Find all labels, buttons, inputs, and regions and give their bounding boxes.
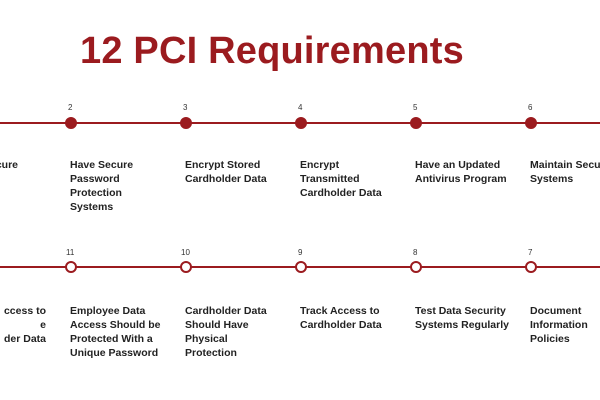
step-9-number: 9 — [298, 248, 303, 257]
step-4-node — [295, 117, 307, 129]
step-5-label: Have an Updated Antivirus Program — [415, 159, 507, 185]
step-10-node — [180, 261, 192, 273]
step-10-number: 10 — [181, 248, 190, 257]
step-6-label: Maintain Secu Systems — [530, 159, 600, 185]
step-3-number: 3 — [183, 103, 188, 112]
step-5-node — [410, 117, 422, 129]
step-11-node — [65, 261, 77, 273]
step-9-label: Track Access to Cardholder Data — [300, 305, 382, 331]
step-8-label: Test Data Security Systems Regularly — [415, 305, 509, 331]
page-title: 12 PCI Requirements — [80, 30, 464, 72]
step-7-label: Document Information Policies — [530, 305, 588, 345]
step-7-number: 7 — [528, 248, 533, 257]
step-5-number: 5 — [413, 103, 418, 112]
step-2-node — [65, 117, 77, 129]
step-12-label: ccess to e der Data — [3, 305, 46, 345]
step-4-number: 4 — [298, 103, 303, 112]
step-9-node — [295, 261, 307, 273]
step-4-label: Encrypt Transmitted Cardholder Data — [300, 159, 382, 199]
step-2-label: Have Secure Password Protection Systems — [70, 159, 134, 213]
step-2-number: 2 — [68, 103, 73, 112]
step-6-number: 6 — [528, 103, 533, 112]
step-3-label: Encrypt Stored Cardholder Data — [185, 159, 267, 185]
step-1-label: cure — [0, 159, 18, 171]
step-10-label: Cardholder Data Should Have Physical Pro… — [185, 305, 267, 359]
step-11-number: 11 — [66, 248, 75, 257]
step-11-label: Employee Data Access Should be Protected… — [70, 305, 161, 359]
step-8-node — [410, 261, 422, 273]
step-8-number: 8 — [413, 248, 418, 257]
step-6-node — [525, 117, 537, 129]
step-3-node — [180, 117, 192, 129]
step-7-node — [525, 261, 537, 273]
